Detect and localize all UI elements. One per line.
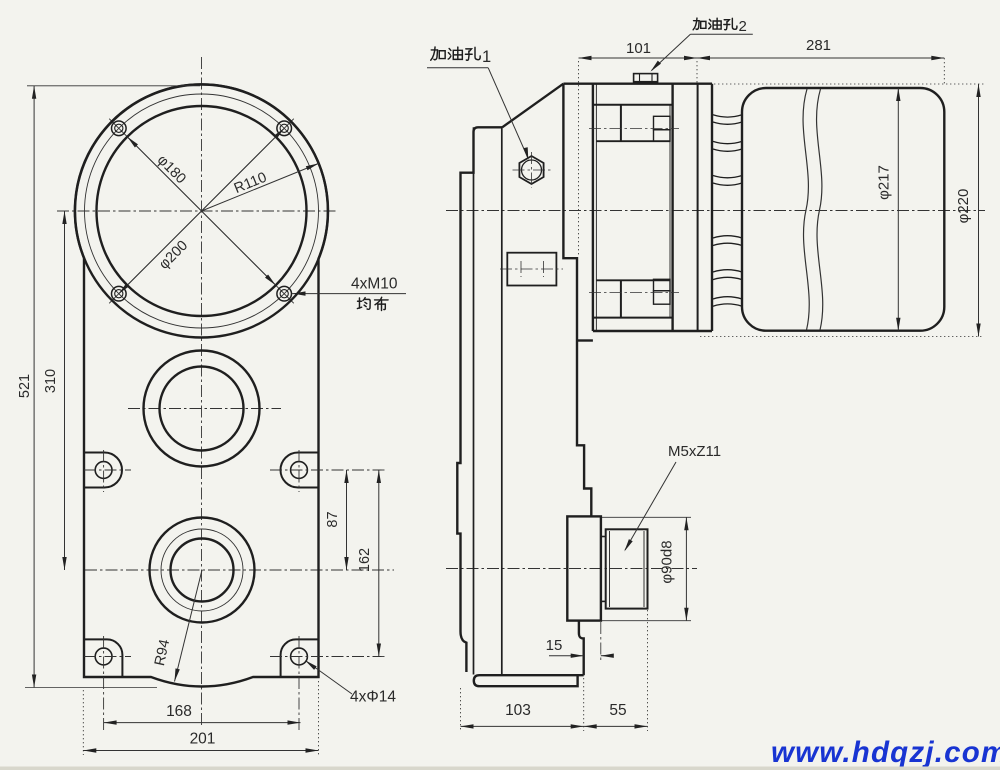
svg-text:φ90d8: φ90d8 [659, 540, 676, 583]
svg-text:87: 87 [325, 511, 341, 527]
svg-text:521: 521 [17, 374, 33, 398]
svg-text:162: 162 [357, 548, 373, 572]
svg-text:1: 1 [482, 48, 491, 66]
svg-text:55: 55 [609, 702, 626, 719]
svg-text:15: 15 [546, 637, 563, 654]
svg-text:R94: R94 [152, 638, 173, 667]
svg-text:168: 168 [166, 703, 192, 720]
svg-text:φ217: φ217 [876, 165, 893, 200]
svg-text:M5xZ11: M5xZ11 [668, 443, 721, 460]
svg-text:www.hdqzj.com: www.hdqzj.com [771, 736, 1000, 769]
svg-text:201: 201 [190, 731, 216, 748]
svg-text:101: 101 [626, 40, 651, 57]
svg-text:4xM10: 4xM10 [351, 276, 398, 293]
svg-text:2: 2 [739, 18, 747, 35]
svg-text:310: 310 [43, 369, 59, 393]
svg-text:4xΦ14: 4xΦ14 [350, 689, 396, 706]
svg-text:103: 103 [505, 702, 531, 719]
svg-text:φ220: φ220 [955, 189, 972, 224]
svg-text:281: 281 [806, 37, 831, 54]
